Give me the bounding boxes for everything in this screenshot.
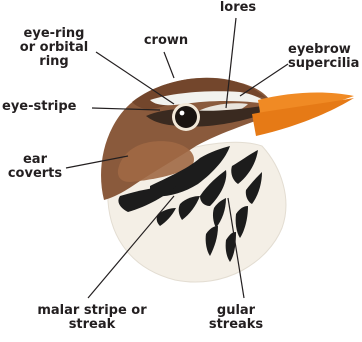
label-eye-ring-line1: eye-ring xyxy=(0,27,108,41)
label-lores-text: lores xyxy=(208,1,268,15)
label-eyebrow-line1: eyebrow xyxy=(288,43,362,57)
label-eye-stripe-text: eye-stripe xyxy=(2,100,94,114)
leader-crown xyxy=(164,52,174,78)
label-ear-coverts-line1: ear xyxy=(0,153,70,167)
label-crown-text: crown xyxy=(136,34,196,48)
label-eyebrow-line2: supercilia xyxy=(288,57,362,71)
label-ear-coverts-line2: coverts xyxy=(0,167,70,181)
leader-eyebrow xyxy=(240,64,288,96)
label-eye-ring-line2: or orbital xyxy=(0,41,108,55)
label-malar: malar stripe or streak xyxy=(22,304,162,332)
label-gular: gular streaks xyxy=(194,304,278,332)
label-malar-line2: streak xyxy=(22,318,162,332)
label-lores: lores xyxy=(208,1,268,15)
label-malar-line1: malar stripe or xyxy=(22,304,162,318)
label-eye-ring: eye-ring or orbital ring xyxy=(0,27,108,69)
label-gular-line1: gular xyxy=(194,304,278,318)
label-eye-ring-line3: ring xyxy=(0,55,108,69)
label-eye-stripe: eye-stripe xyxy=(2,100,94,114)
label-crown: crown xyxy=(136,34,196,48)
label-ear-coverts: ear coverts xyxy=(0,153,70,181)
eye-highlight xyxy=(180,111,185,116)
eye xyxy=(175,106,197,128)
label-gular-line2: streaks xyxy=(194,318,278,332)
label-eyebrow: eyebrow supercilia xyxy=(288,43,362,71)
